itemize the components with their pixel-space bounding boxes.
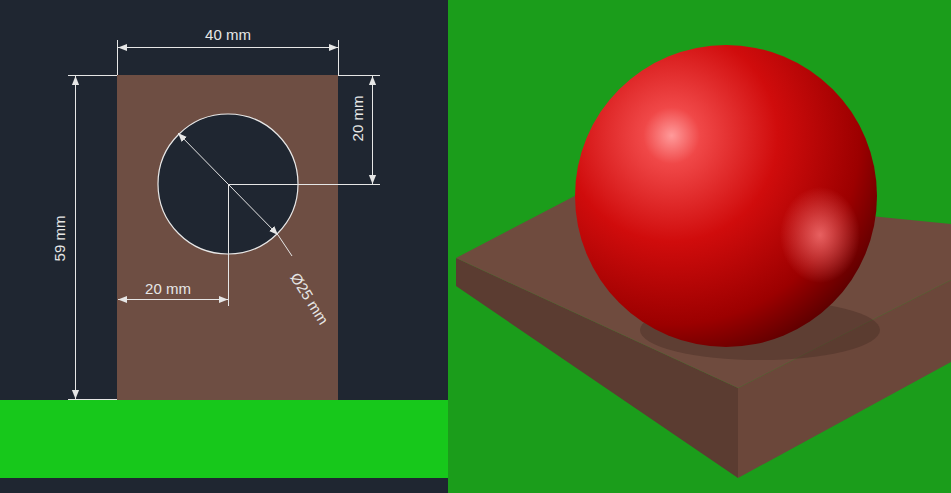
dimension-label: 59 mm xyxy=(52,215,69,261)
dimension-label: 20 mm xyxy=(145,280,191,297)
red-ball xyxy=(575,45,877,347)
render-background xyxy=(448,0,951,493)
dimension-label: 20 mm xyxy=(350,95,367,141)
cad-background xyxy=(0,0,448,493)
ground-band xyxy=(0,400,448,478)
dimension-label: 40 mm xyxy=(205,26,251,43)
block-section xyxy=(117,75,338,400)
ball-highlight xyxy=(780,187,860,283)
dimension-lines xyxy=(68,40,380,400)
